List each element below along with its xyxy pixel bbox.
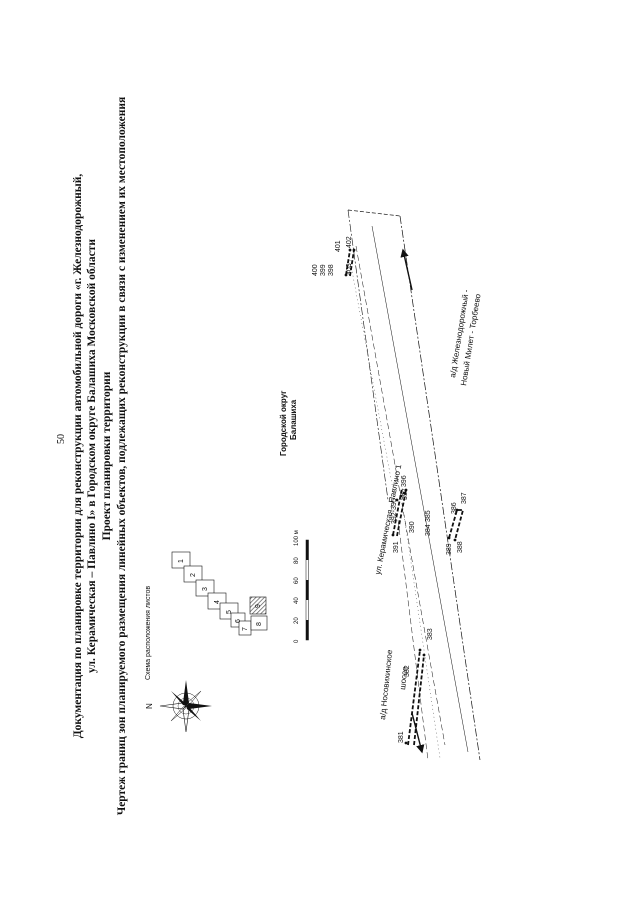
- point-label-401: 401: [335, 240, 342, 252]
- sheet-8: [250, 615, 268, 631]
- sheet-2: [183, 565, 203, 583]
- point-label-402: 402: [346, 236, 353, 248]
- point-label-400: 400: [312, 264, 319, 276]
- sheet-label-3: 3: [202, 587, 209, 591]
- scale-tick-0: 0: [294, 639, 300, 643]
- sheet-label-2: 2: [190, 573, 197, 577]
- road-label-nosovikhinskoe-2: шоссе: [398, 666, 409, 691]
- sheet-label-9: 9: [255, 604, 262, 608]
- scale-tick-60: 60: [294, 577, 300, 584]
- point-label-397: 397: [402, 488, 409, 500]
- sheet-label-7: 7: [242, 627, 249, 631]
- point-label-387: 387: [461, 492, 468, 504]
- scale-tick-20: 20: [294, 617, 300, 624]
- sheet-label-1: 1: [178, 559, 185, 563]
- district-label-line-1: Городской округ: [279, 390, 288, 456]
- point-label-391: 391: [393, 541, 400, 553]
- sheet-label-5: 5: [226, 610, 233, 614]
- north-label: N: [145, 703, 154, 709]
- scale-tick-80: 80: [294, 557, 300, 564]
- compass-rose-icon: [159, 680, 212, 733]
- zone-vertex-markers: [344, 248, 459, 745]
- point-label-384: 384: [425, 524, 432, 536]
- point-label-388: 388: [457, 541, 464, 553]
- sheet-label-8: 8: [256, 622, 263, 626]
- scale-tick-100: 100 м: [294, 530, 300, 546]
- point-labels: 381 382 383 384 385 386 387 388 389 390 …: [312, 236, 468, 743]
- sheet-9-active: [249, 596, 267, 615]
- point-label-389: 389: [446, 543, 453, 555]
- point-label-390: 390: [409, 521, 416, 533]
- point-label-396: 396: [401, 475, 408, 487]
- point-label-382: 382: [404, 665, 411, 677]
- point-label-399: 399: [320, 264, 327, 276]
- sheet-label-4: 4: [214, 600, 221, 604]
- street-label-keramicheskaya: ул. Керамическая - Павлино 1: [373, 463, 403, 575]
- sheet-label-6: 6: [235, 619, 242, 623]
- corridor-boundaries: [347, 209, 481, 761]
- sheet-scheme: Схема расположения листов 1 2 3 4 5 6 7 …: [145, 551, 268, 680]
- sheet-1: [171, 551, 191, 569]
- scale-tick-40: 40: [294, 597, 300, 604]
- district-label-line-2: Балашиха: [289, 399, 298, 440]
- point-label-383: 383: [427, 628, 434, 640]
- sheet-3: [195, 579, 215, 597]
- road-label-nosovikhinskoe-1: а/д Носовихинское: [378, 649, 394, 721]
- direction-arrow-icon: [411, 712, 425, 754]
- point-label-381: 381: [398, 731, 405, 743]
- scale-bar: 0 20 40 60 80 100 м: [294, 530, 309, 643]
- direction-arrow-icon: [400, 248, 413, 291]
- sheet-scheme-title: Схема расположения листов: [145, 586, 152, 680]
- point-label-398: 398: [328, 264, 335, 276]
- point-label-385: 385: [425, 510, 432, 522]
- point-label-392-395: 392-395: [391, 498, 398, 524]
- point-label-403: 403: [346, 263, 353, 275]
- point-label-386: 386: [451, 502, 458, 514]
